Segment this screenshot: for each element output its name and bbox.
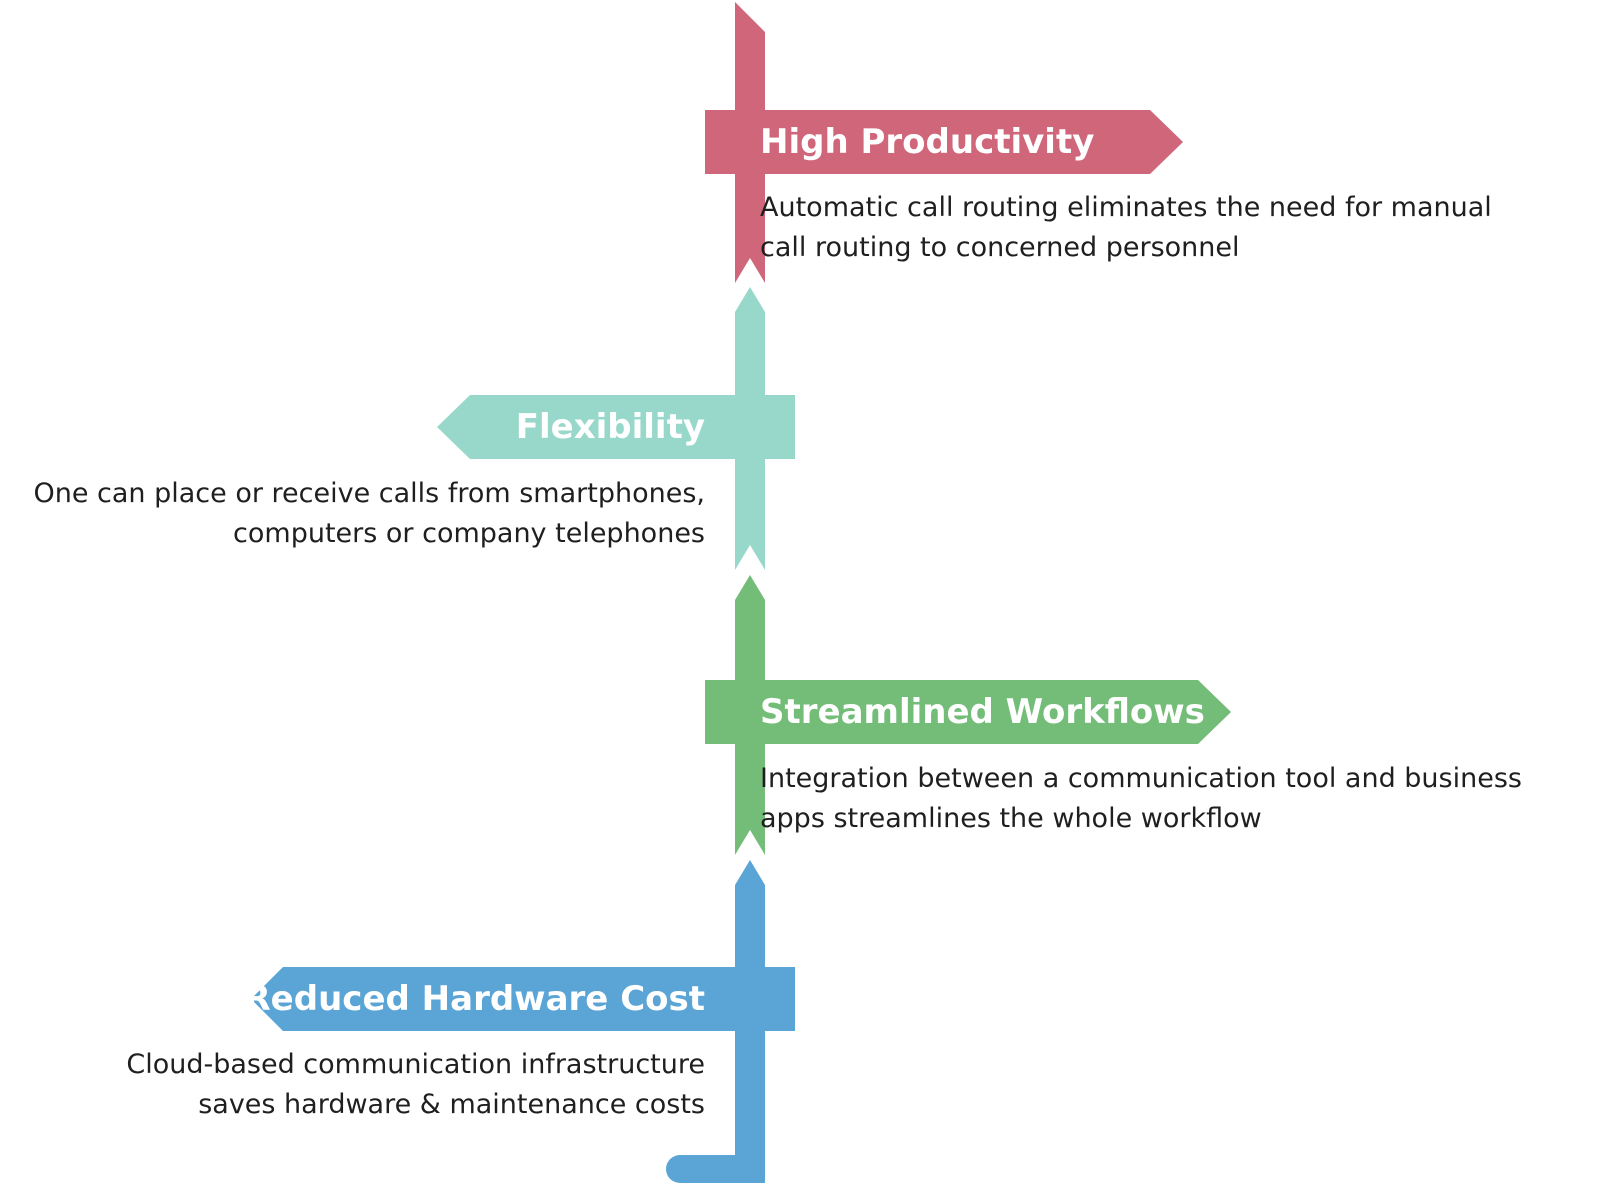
- description-line: Cloud-based communication infrastructure: [126, 1049, 705, 1080]
- stage-description-streamlined-workflows: Integration between a communication tool…: [760, 759, 1522, 839]
- description-line: One can place or receive calls from smar…: [33, 478, 705, 509]
- hardware-arrow-banner: [251, 967, 795, 1031]
- stage-title-reduced-hardware-cost: Reduced Hardware Cost: [244, 979, 706, 1019]
- description-line: Integration between a communication tool…: [760, 763, 1522, 794]
- description-line: saves hardware & maintenance costs: [198, 1089, 705, 1120]
- description-line: Automatic call routing eliminates the ne…: [760, 192, 1492, 223]
- flexibility-arrow-banner: [437, 395, 795, 459]
- hardware-pole-foot: [666, 1155, 765, 1183]
- stage-description-high-productivity: Automatic call routing eliminates the ne…: [760, 188, 1492, 268]
- productivity-arrow-banner: [705, 110, 1183, 174]
- stage-title-streamlined-workflows: Streamlined Workflows: [760, 692, 1205, 732]
- stage-description-reduced-hardware-cost: Cloud-based communication infrastructure…: [126, 1045, 705, 1125]
- stage-description-flexibility: One can place or receive calls from smar…: [33, 474, 705, 554]
- description-line: computers or company telephones: [233, 518, 705, 549]
- stage-title-high-productivity: High Productivity: [760, 122, 1095, 162]
- description-line: apps streamlines the whole workflow: [760, 803, 1262, 834]
- workflows-arrow-banner: [705, 680, 1231, 744]
- stage-title-flexibility: Flexibility: [515, 407, 705, 447]
- description-line: call routing to concerned personnel: [760, 232, 1240, 263]
